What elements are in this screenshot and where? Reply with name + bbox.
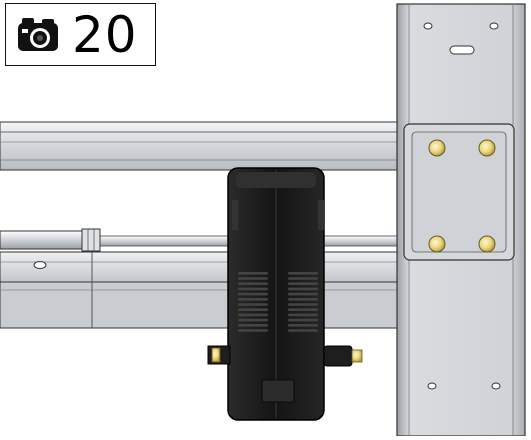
vent-slot: [238, 324, 268, 327]
lower-rail: [0, 251, 401, 329]
vent-slot: [288, 277, 318, 280]
bolt-bottom-left: [428, 235, 446, 253]
mounting-plate: [403, 123, 515, 261]
vent-slot: [288, 318, 318, 322]
vent-slot: [238, 308, 268, 311]
vent-slot: [238, 272, 268, 275]
vent-slot: [288, 298, 318, 301]
vent-slot: [288, 324, 318, 327]
vent-slot: [288, 287, 318, 291]
left-fitting: [207, 345, 231, 365]
bolt-top-left: [428, 139, 446, 157]
mounting-bolts: [428, 139, 496, 253]
vent-slot: [238, 329, 268, 332]
vent-slot: [238, 303, 268, 306]
vent-slot: [238, 277, 268, 280]
vent-slot: [238, 313, 268, 317]
threaded-rod: [0, 228, 401, 252]
vent-slot: [288, 303, 318, 306]
vent-slot: [288, 282, 318, 285]
vent-slot: [238, 287, 268, 291]
vent-slot: [288, 292, 318, 296]
vent-slot: [238, 292, 268, 296]
right-fitting: [323, 345, 363, 367]
vent-slot: [238, 318, 268, 322]
vent-slot: [288, 272, 318, 275]
bolt-bottom-right: [478, 235, 496, 253]
vent-slot: [288, 308, 318, 311]
vent-slot: [288, 313, 318, 317]
motor-unit: [227, 167, 325, 421]
step-number: 20: [72, 5, 138, 64]
upper-crossbar: [0, 121, 401, 171]
vent-slot: [238, 298, 268, 301]
vent-slot: [238, 282, 268, 285]
step-badge: 20: [5, 3, 156, 66]
camera-icon: [18, 17, 58, 51]
bolt-top-right: [478, 139, 496, 157]
vent-slot: [288, 329, 318, 332]
